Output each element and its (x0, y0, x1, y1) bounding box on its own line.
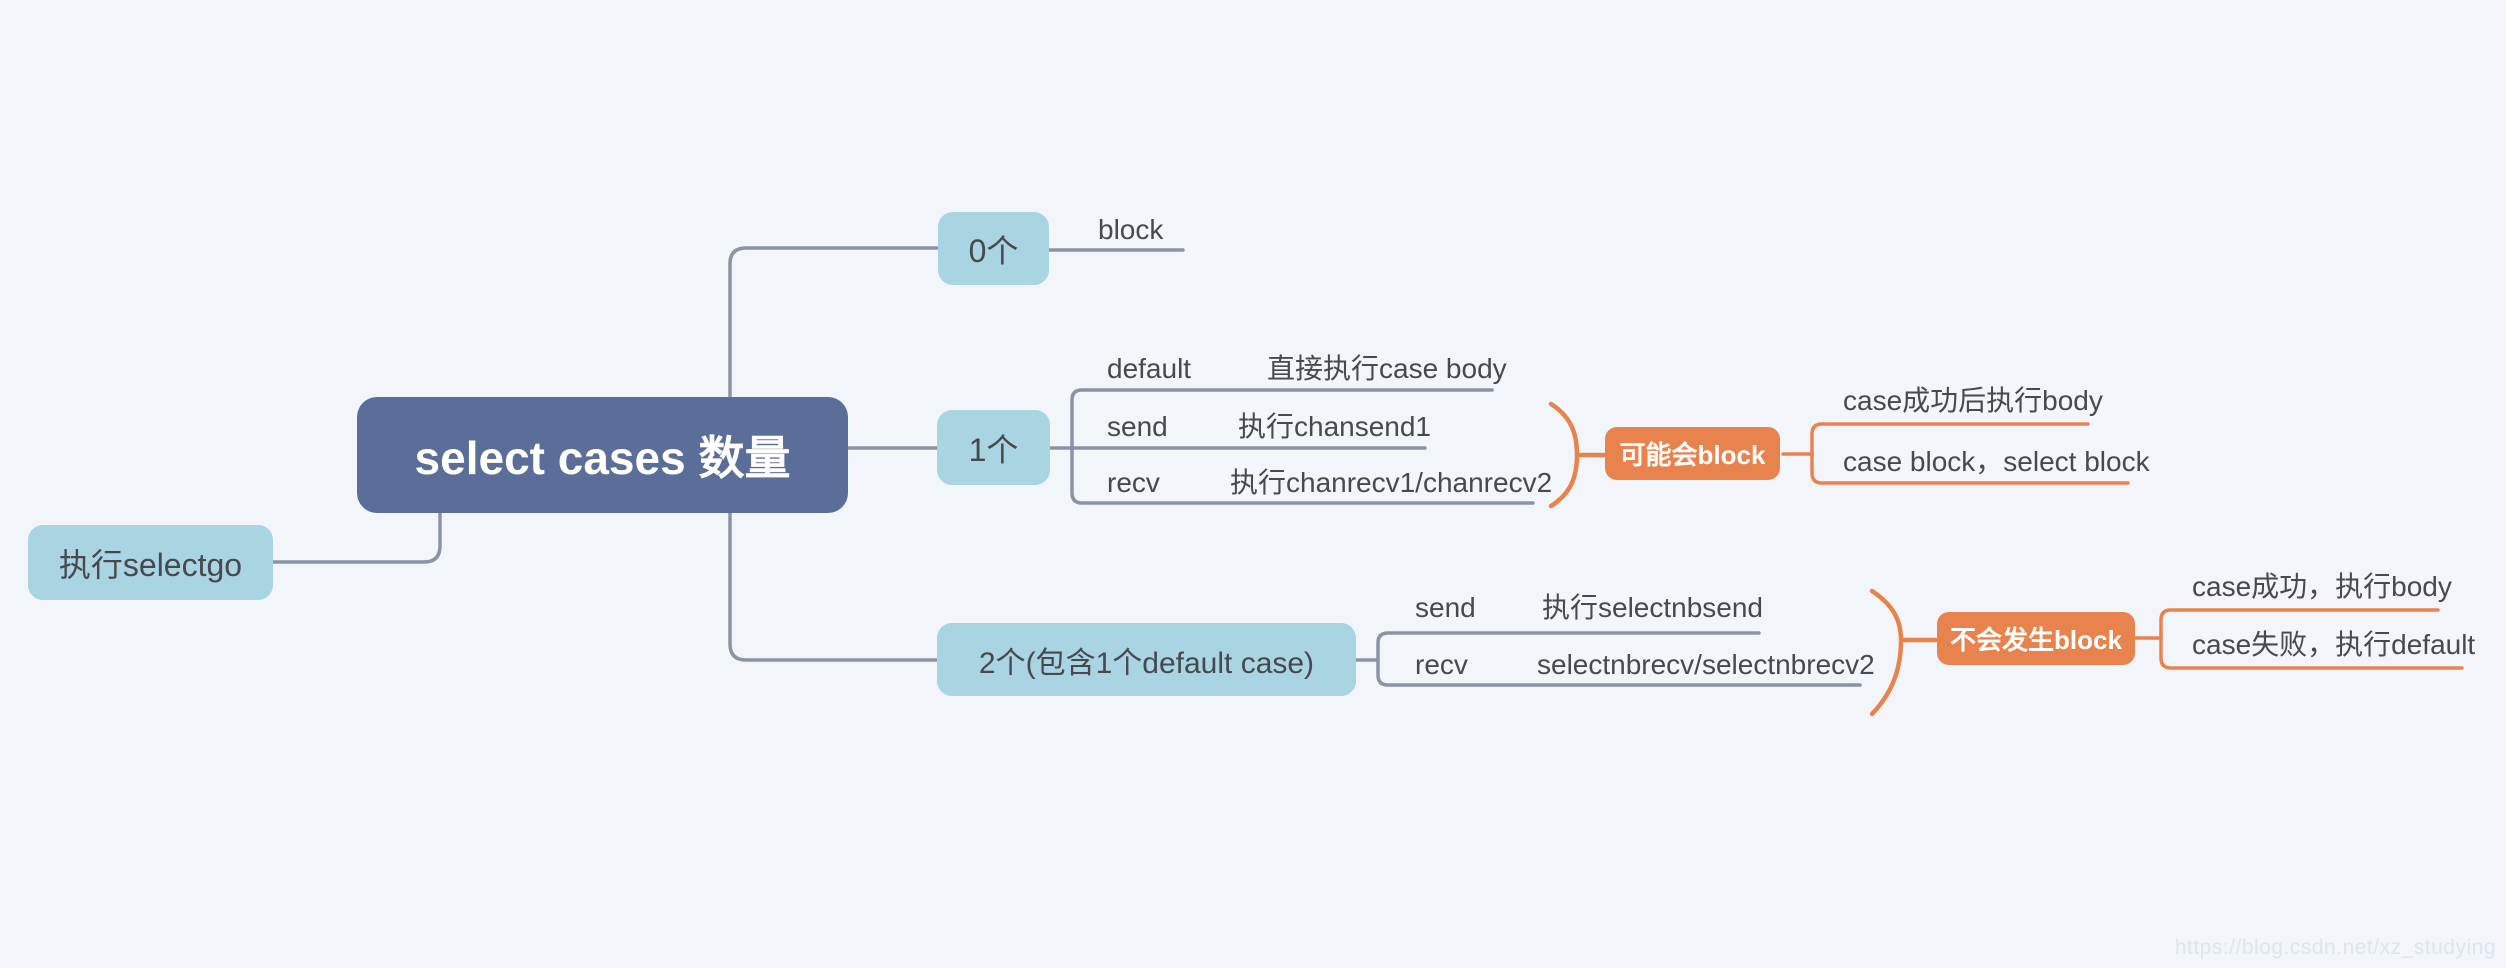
case-send2-key[interactable]: send (1415, 592, 1476, 623)
case-recv1-key[interactable]: recv (1107, 467, 1160, 498)
selectgo-connector (271, 512, 442, 564)
case-recv2-underline (1376, 658, 1862, 687)
case-send1-key[interactable]: send (1107, 411, 1168, 442)
outcome-1b[interactable]: case block，select block (1843, 446, 2150, 477)
topic-selectgo[interactable]: 执行selectgo (28, 525, 273, 600)
topic-branch-0[interactable]: 0个 (938, 212, 1049, 285)
case-send2-desc[interactable]: 执行selectnbsend (1542, 592, 1764, 623)
topic-branch-2[interactable]: 2个(包含1个default case) (937, 623, 1356, 696)
outcome2b-underline (2159, 636, 2464, 670)
outcome1b-underline (1810, 452, 2130, 485)
watermark-url: https://blog.csdn.net/xz_studying (2174, 936, 2496, 959)
outcome-1a[interactable]: case成功后执行body (1843, 385, 2103, 416)
case-default-key[interactable]: default (1107, 353, 1192, 384)
case-send1-desc[interactable]: 执行chansend1 (1238, 411, 1432, 442)
outcome2a-underline (2159, 608, 2440, 640)
topic-result-maybe-block[interactable]: 可能会block (1605, 427, 1780, 480)
case-send2-underline (1376, 631, 1761, 662)
topic-root[interactable]: select cases 数量 (357, 397, 848, 513)
brace1-icon (1548, 401, 1580, 509)
topic-result-no-block[interactable]: 不会发生block (1937, 612, 2135, 665)
brace2-icon (1869, 588, 1904, 717)
case-recv1-desc[interactable]: 执行chanrecv1/chanrecv2 (1230, 467, 1553, 498)
case-default-desc[interactable]: 直接执行case body (1267, 353, 1507, 384)
case-recv2-desc[interactable]: selectnbrecv/selectnbrecv2 (1537, 649, 1875, 680)
case-recv1-underline (1070, 448, 1535, 505)
outcome-2b[interactable]: case失败，执行default (2192, 629, 2476, 660)
outcome1a-underline (1810, 422, 2090, 456)
topic-branch-1[interactable]: 1个 (937, 410, 1050, 485)
case-default-underline (1070, 388, 1494, 448)
leaf-block[interactable]: block (1098, 214, 1164, 245)
case-recv2-key[interactable]: recv (1415, 649, 1468, 680)
outcome-2a[interactable]: case成功，执行body (2192, 571, 2452, 602)
